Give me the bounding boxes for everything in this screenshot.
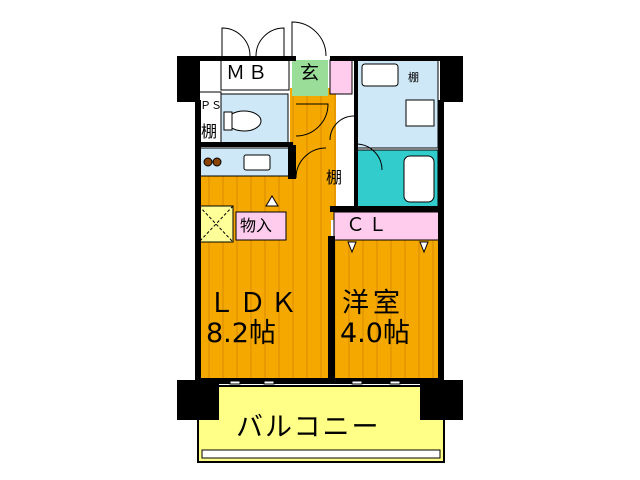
sliding-door-marks xyxy=(229,195,429,385)
genkan-label: 玄 xyxy=(300,62,323,84)
kitchen-sink-icon xyxy=(243,154,271,171)
ps-label: ＰＳ xyxy=(200,99,222,112)
toilet-tank-icon xyxy=(223,111,233,131)
balcony-area xyxy=(197,385,445,463)
shelf-hall-label: 棚 xyxy=(326,168,343,187)
washer-pan-icon xyxy=(361,63,399,87)
closet-label: ＣＬ xyxy=(346,214,391,236)
western-size: 4.0帖 xyxy=(340,318,410,349)
western-label: 洋室 xyxy=(342,288,404,319)
walls xyxy=(177,56,463,420)
hall-floor xyxy=(290,88,336,220)
shelf-toilet-label: 棚 xyxy=(201,122,218,141)
mb-label: ＭＢ xyxy=(226,62,271,84)
ldk-label: ＬＤＫ xyxy=(208,288,301,319)
stove-burner-icon xyxy=(212,157,222,167)
bathtub-icon xyxy=(403,155,435,203)
door-swings xyxy=(221,21,383,179)
storage-cross xyxy=(198,205,234,243)
washbasin-icon xyxy=(405,99,435,127)
stove-burner-icon xyxy=(203,157,213,167)
storage-label: 物入 xyxy=(240,216,273,235)
ldk-size: 8.2帖 xyxy=(206,318,276,349)
balcony-label: バルコニー xyxy=(236,412,381,443)
balcony-rail xyxy=(201,449,441,459)
storage-closet xyxy=(235,211,287,241)
shoe-box xyxy=(329,59,353,95)
shelf-wash-label: 棚 xyxy=(408,71,419,84)
entrance-floor xyxy=(292,60,328,96)
storage-cross xyxy=(198,205,234,243)
western-floor xyxy=(334,240,442,383)
